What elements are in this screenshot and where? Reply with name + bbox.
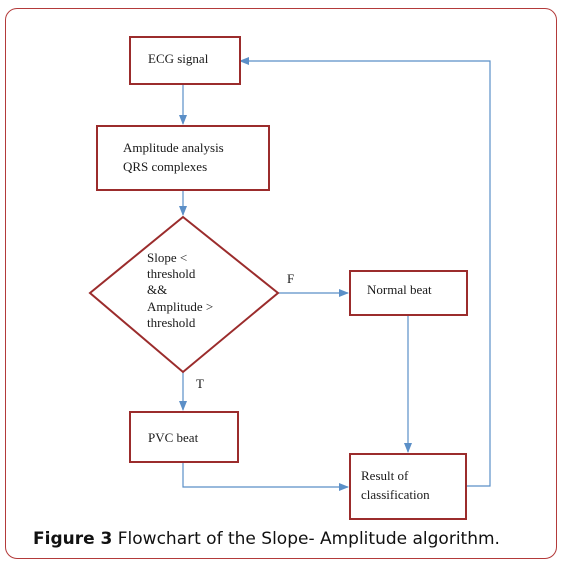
pvc-beat-box xyxy=(129,411,239,463)
result-box xyxy=(349,453,467,520)
amplitude-analysis-label: Amplitude analysis QRS complexes xyxy=(123,140,227,174)
decision-label: Slope < threshold && Amplitude > thresho… xyxy=(147,250,216,330)
pvc-beat-label: PVC beat xyxy=(148,430,199,445)
normal-beat-box xyxy=(349,270,468,316)
edge-label-true: T xyxy=(196,376,204,391)
ecg-signal-label: ECG signal xyxy=(148,51,209,66)
ecg-signal-box xyxy=(129,36,241,85)
arrow-pvc-to-result xyxy=(182,462,349,491)
edge-label-false: F xyxy=(287,271,294,286)
decision-diamond xyxy=(88,215,280,374)
arrow-result-to-ecg xyxy=(239,57,491,487)
figure-caption-text: Flowchart of the Slope- Amplitude algori… xyxy=(112,529,500,549)
result-label: Result of classification xyxy=(361,468,430,502)
normal-beat-label: Normal beat xyxy=(367,282,432,297)
figure-caption: Figure 3 Flowchart of the Slope- Amplitu… xyxy=(33,529,500,549)
figure-number: Figure 3 xyxy=(33,529,113,549)
amplitude-analysis-box xyxy=(96,125,270,191)
